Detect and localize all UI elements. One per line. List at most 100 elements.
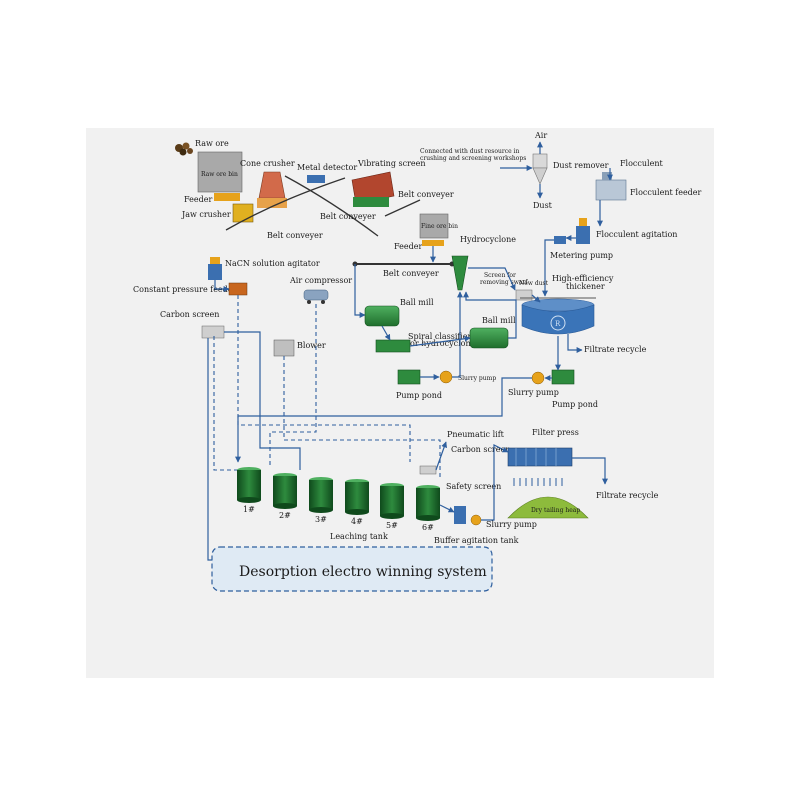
- tank-3-number: 3#: [315, 515, 327, 524]
- metal-detector-icon: [307, 175, 325, 183]
- filtrate-recycle-1-label: Filtrate recycle: [584, 345, 647, 354]
- dashed-reagent-line: [237, 295, 411, 462]
- leaching-tank-3-icon: [309, 477, 333, 513]
- carbon-counterflow-line: [224, 331, 301, 470]
- metal-detector-label: Metal detector: [297, 163, 357, 172]
- nacn-agitator-icon: [208, 257, 222, 280]
- screen-swarf-line2: removing swarf: [480, 279, 528, 286]
- flow-tank6-buffer: [439, 504, 455, 513]
- spiral-line2-label: or hydrocyclone: [410, 339, 476, 348]
- flow-pump2-leach: [235, 377, 532, 463]
- leaching-tank-6-icon: [416, 485, 440, 521]
- high-efficiency-label: High-efficiency: [552, 274, 614, 283]
- ball-mill-2-label: Ball mill: [482, 316, 516, 325]
- jaw-crusher-icon: [232, 203, 254, 223]
- air-compressor-icon: [303, 289, 329, 304]
- ball-mill-1-icon: [364, 305, 400, 327]
- flocculent-feeder-label: Flocculent feeder: [630, 188, 702, 197]
- slurry-pump-1-icon: [439, 370, 453, 384]
- tank-6-number: 6#: [422, 523, 434, 532]
- flow-floc-thickener: [542, 239, 554, 297]
- raw-ore-icon: [175, 142, 193, 156]
- spiral-line1-label: Spiral classifier: [408, 332, 472, 341]
- dust-note-line2: crushing and screening workshops: [420, 155, 526, 162]
- feeder-1-icon: [214, 193, 240, 201]
- dust-remover-icon: [532, 153, 548, 185]
- flocculent-agitation-icon: [576, 218, 590, 244]
- raw-ore-bin-icon: [197, 151, 243, 193]
- hydrocyclone-label: Hydrocyclone: [460, 235, 516, 244]
- pump-pond-2-label: Pump pond: [552, 400, 598, 409]
- pump-pond-2-icon: [551, 369, 575, 385]
- feeder-2-label: Feeder: [394, 242, 422, 251]
- metering-pump-icon: [554, 236, 566, 244]
- air-compressor-label: Air compressor: [289, 276, 352, 285]
- belt-conveyer-top-label: Belt conveyer: [267, 231, 323, 240]
- thickener-label: thickener: [566, 282, 605, 291]
- thickener-logo: R: [555, 320, 561, 328]
- fine-ore-bin-icon: [419, 213, 449, 239]
- metering-pump-label: Metering pump: [550, 251, 613, 260]
- pneumatic-lift-label: Pneumatic lift: [447, 430, 505, 439]
- blower-label: Blower: [297, 341, 326, 350]
- flow-thickener-recycle: [567, 334, 583, 353]
- flow-cyclone-screen: [468, 267, 516, 291]
- feeder-2-icon: [422, 240, 444, 246]
- blower-icon: [273, 339, 295, 357]
- leaching-tank-5-icon: [380, 483, 404, 519]
- carbon-screen-right-icon: [419, 465, 437, 475]
- flocculent-agitation-label: Flocculent agitation: [596, 230, 677, 239]
- belt-conveyer-left-label: Belt conveyer: [398, 190, 454, 199]
- jaw-crusher-label: Jaw crusher: [181, 210, 231, 219]
- belt-conveyer-mid-label: Belt conveyer: [320, 212, 376, 221]
- belt-conveyer-mid-line: [384, 199, 421, 217]
- flow-pump1-cyclone: [452, 291, 463, 378]
- pump-pond-1-label: Pump pond: [396, 391, 442, 400]
- slurry-pump-3-label: Slurry pump: [486, 520, 537, 529]
- leaching-tank-2-icon: [273, 473, 297, 509]
- dry-tailing-label: Dry tailing heap: [531, 507, 580, 514]
- slurry-pump-2-label: Slurry pump: [508, 388, 559, 397]
- thickener-icon: R: [520, 297, 596, 335]
- tank-2-number: 2#: [279, 511, 291, 520]
- carbon-screen-left-icon: [201, 325, 225, 339]
- filter-press-label: Filter press: [532, 428, 579, 437]
- belt-conveyer-bottom-label: Belt conveyer: [383, 269, 439, 278]
- air-label: Air: [534, 131, 547, 140]
- leaching-tank-label: Leaching tank: [330, 532, 388, 541]
- new-dust-label: New dust: [519, 280, 549, 287]
- tank-5-number: 5#: [386, 521, 398, 530]
- belt-conveyer-cross-line: [284, 175, 379, 237]
- slurry-pump-1-label: Slurry pump: [458, 375, 496, 382]
- dust-label: Dust: [533, 201, 553, 210]
- leaching-tank-1-icon: [237, 467, 261, 503]
- safety-screen-label: Safety screen: [446, 482, 501, 491]
- desorption-label: Desorption electro winning system: [239, 564, 487, 580]
- flow-pneumatic-lift: [435, 441, 448, 471]
- dry-tailing-heap-icon: [507, 496, 589, 519]
- ball-mill-1-label: Ball mill: [400, 298, 434, 307]
- cone-crusher-icon: [257, 171, 287, 208]
- pump-pond-1-icon: [397, 369, 421, 385]
- tank-4-number: 4#: [351, 517, 363, 526]
- vibrating-screen-label: Vibrating screen: [357, 159, 426, 168]
- cone-crusher-label: Cone crusher: [240, 159, 295, 168]
- carbon-screen-left-label: Carbon screen: [160, 310, 219, 319]
- raw-ore-bin-label: Raw ore bin: [201, 171, 238, 178]
- nacn-agitator-label: NaCN solution agitator: [225, 259, 320, 268]
- dust-remover-label: Dust remover: [553, 161, 609, 170]
- dashed-carbon-return: [213, 336, 238, 471]
- dashed-air-line: [269, 304, 317, 468]
- filtrate-recycle-2-label: Filtrate recycle: [596, 491, 659, 500]
- screen-swarf-line1: Screen for: [484, 272, 516, 279]
- vibrating-screen-icon: [351, 171, 395, 207]
- flow-pump3-filter: [481, 444, 509, 521]
- fine-ore-bin-label: Fine ore bin: [421, 223, 458, 230]
- slurry-pump-2-icon: [531, 371, 545, 385]
- filter-press-icon: [507, 447, 573, 467]
- buffer-tank-label: Buffer agitation tank: [434, 536, 519, 545]
- slurry-pump-3-icon: [470, 514, 482, 526]
- flow-mill2-cyclone: [463, 291, 517, 339]
- feeder-1-label: Feeder: [184, 195, 212, 204]
- flow-filter-recycle: [572, 457, 608, 485]
